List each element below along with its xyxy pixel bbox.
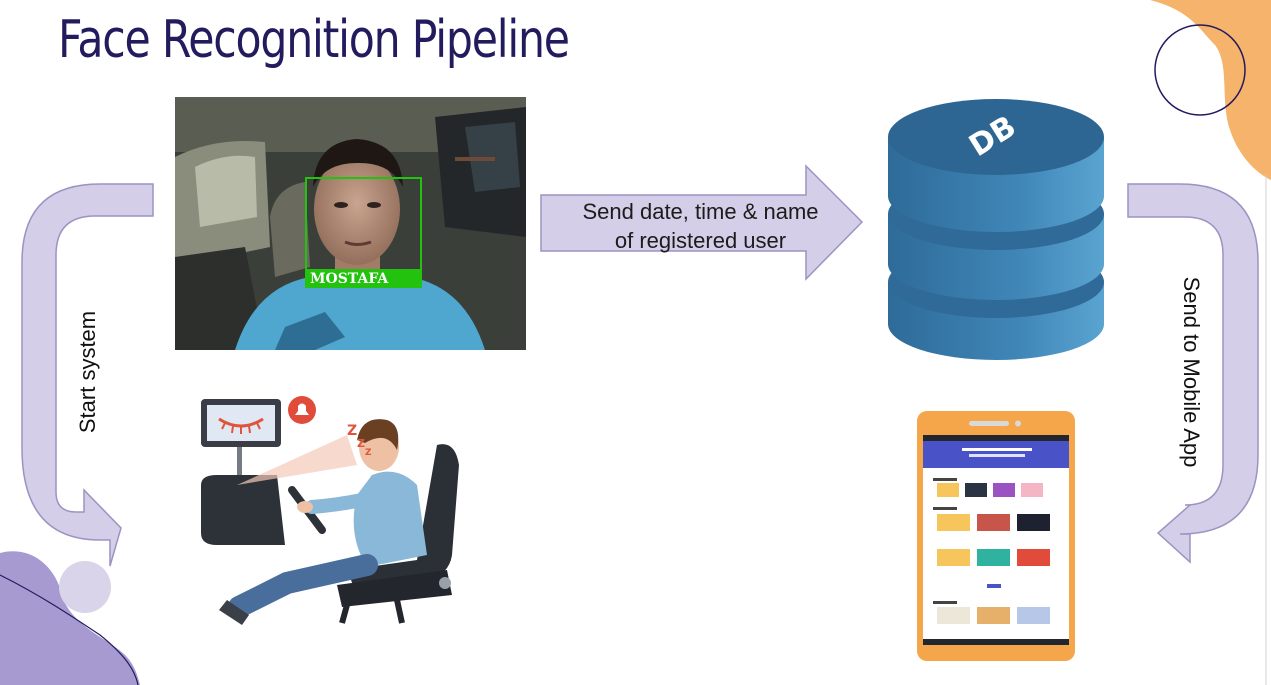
purple-blob — [0, 551, 140, 685]
dashboard — [201, 475, 285, 545]
seat — [347, 444, 459, 595]
send-to-mobile-arrow — [1127, 183, 1259, 564]
start-system-label: Start system — [75, 310, 100, 434]
hair — [313, 139, 403, 187]
drowsy-driver-illustration: Z Z Z — [197, 395, 472, 630]
orange-blob — [1150, 0, 1271, 180]
svg-text:Z: Z — [347, 423, 357, 439]
outline-circle — [1154, 24, 1246, 116]
send-db-label-line1: Send date, time & name — [582, 199, 819, 224]
face-photo: MOSTAFA — [175, 97, 526, 350]
svg-text:Z: Z — [365, 448, 372, 458]
outline-curve — [0, 574, 139, 685]
send-to-mobile-label: Send to Mobile App — [1179, 276, 1204, 468]
name-tag-bg — [306, 269, 421, 287]
torso — [353, 471, 427, 567]
start-system-arrow — [21, 183, 154, 567]
mobile-app-icon — [917, 411, 1075, 661]
face — [314, 153, 400, 265]
send-db-label-line2: of registered user — [614, 228, 787, 253]
send-db-label: Send date, time & name of registered use… — [548, 197, 853, 255]
page-title: Face Recognition Pipeline — [58, 10, 570, 70]
db-top — [888, 99, 1104, 175]
database-icon: DB — [885, 92, 1107, 364]
top-right-decoration — [1150, 0, 1271, 180]
send-to-db-arrow — [540, 164, 864, 281]
bottom-left-decoration — [0, 551, 140, 685]
lavender-dot — [59, 561, 111, 613]
name-tag: MOSTAFA — [310, 271, 389, 287]
svg-text:Z: Z — [357, 437, 365, 450]
legs — [228, 554, 378, 618]
